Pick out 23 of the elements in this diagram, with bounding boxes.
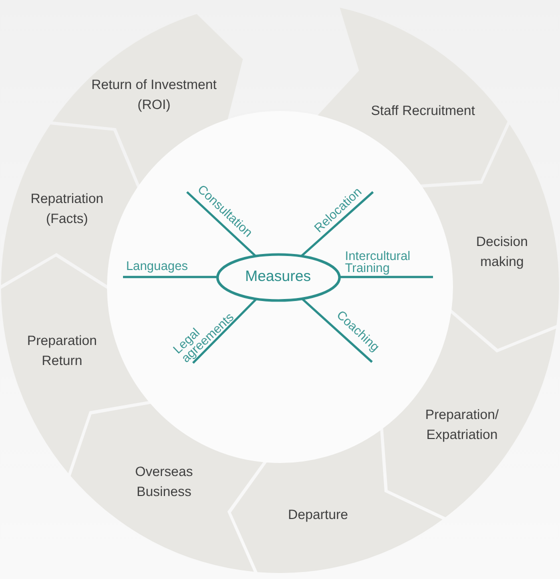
edge-label: Intercultural Training bbox=[345, 250, 412, 274]
spoke-line bbox=[339, 276, 433, 278]
spoke-line bbox=[123, 276, 217, 278]
ring-arrow-segment bbox=[422, 124, 559, 349]
spoke-line bbox=[192, 298, 258, 364]
hub-ellipse bbox=[216, 252, 340, 302]
ring-arrow-segment bbox=[383, 313, 557, 518]
spoke-line bbox=[186, 191, 256, 256]
hub-label: Measures bbox=[245, 268, 311, 286]
ring-arrow-segment bbox=[317, 7, 508, 185]
ring-arrow-segment bbox=[70, 403, 264, 572]
step-label: Staff Recruitment bbox=[370, 102, 476, 120]
step-label: Repatriation (Facts) bbox=[30, 190, 104, 228]
step-label: Preparation/ Expatriation bbox=[424, 406, 500, 444]
step-label: Preparation Return bbox=[26, 332, 98, 370]
step-label: Return of Investment (ROI) bbox=[90, 76, 218, 114]
step-label: Overseas Business bbox=[134, 463, 194, 501]
edge-label: Languages bbox=[126, 260, 188, 272]
spoke-line bbox=[300, 191, 374, 257]
step-label: Departure bbox=[288, 506, 348, 524]
spoke-line bbox=[300, 297, 373, 363]
ring-arrow-segment bbox=[52, 14, 243, 185]
step-label: Decision making bbox=[475, 233, 529, 271]
